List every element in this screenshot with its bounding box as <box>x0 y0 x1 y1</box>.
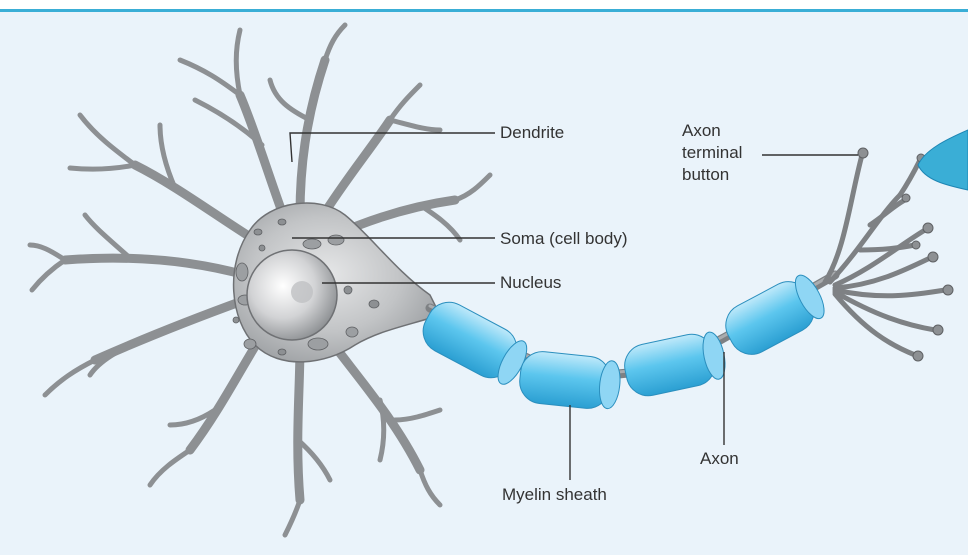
label-nucleus: Nucleus <box>500 272 561 294</box>
label-myelin: Myelin sheath <box>502 484 607 506</box>
label-dendrite: Dendrite <box>500 122 564 144</box>
label-soma: Soma (cell body) <box>500 228 628 250</box>
nucleolus <box>291 281 313 303</box>
label-axon: Axon <box>700 448 739 470</box>
label-axon-terminal: Axon terminal button <box>682 120 762 186</box>
top-rule-line <box>0 9 968 12</box>
top-rule <box>0 0 968 10</box>
